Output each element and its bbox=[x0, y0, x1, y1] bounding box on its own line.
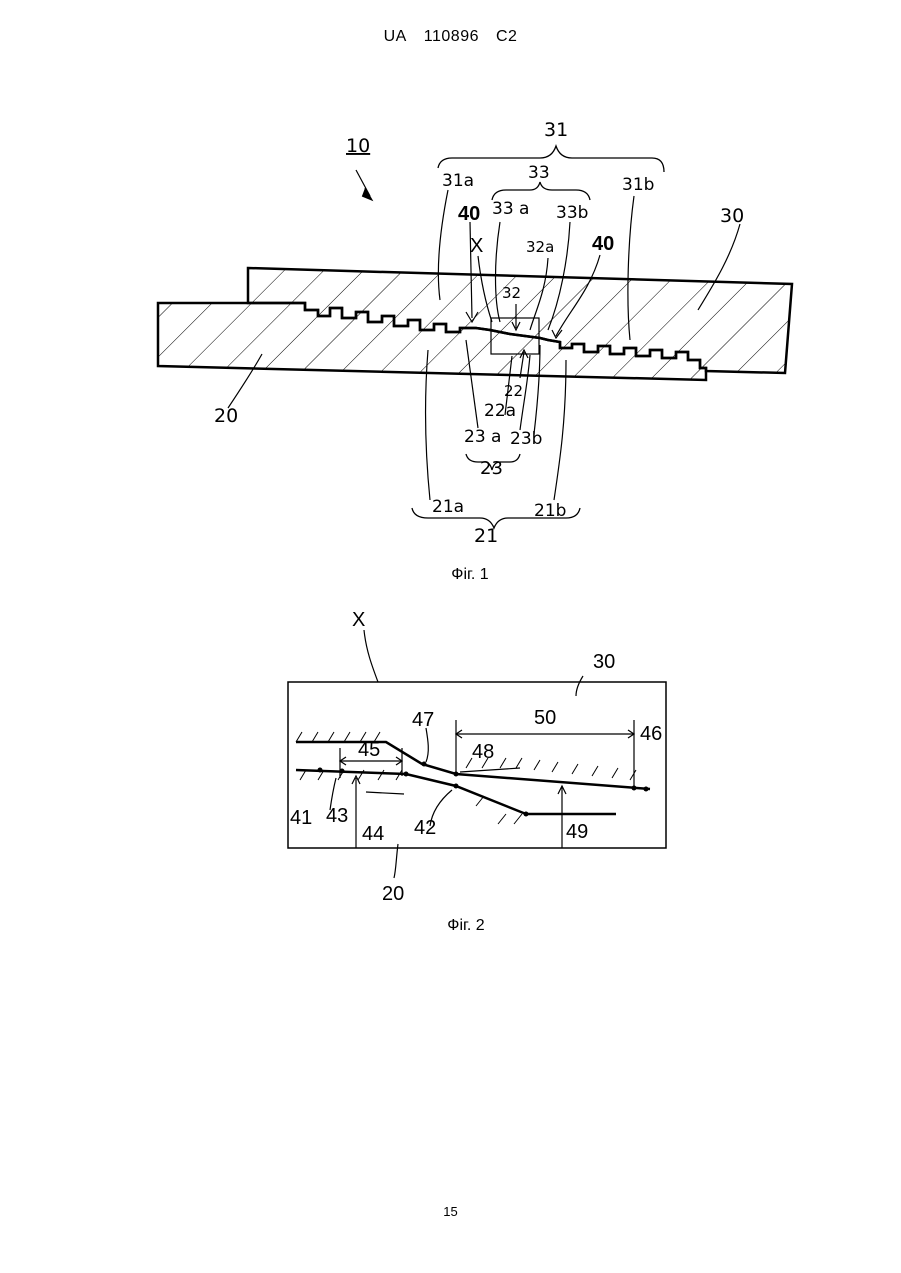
label-20: 20 bbox=[214, 405, 238, 427]
label-46: 46 bbox=[640, 723, 662, 745]
label-32: 32 bbox=[502, 284, 521, 302]
brace-33 bbox=[492, 182, 590, 200]
label-31b: 31b bbox=[622, 175, 654, 195]
label-43: 43 bbox=[326, 805, 348, 827]
label-41: 41 bbox=[290, 807, 312, 829]
figure-2-drawing: X 30 bbox=[0, 600, 901, 930]
label-21: 21 bbox=[474, 525, 498, 547]
figure-1-drawing: 10 31 31a 33 31b 40 33 a 33b 30 X 32a 40… bbox=[0, 0, 901, 620]
label-42: 42 bbox=[414, 817, 436, 839]
label-40-right: 40 bbox=[592, 233, 614, 255]
label-23: 23 bbox=[480, 458, 503, 479]
label-49: 49 bbox=[566, 821, 588, 843]
label-40-left: 40 bbox=[458, 203, 480, 225]
brace-31 bbox=[438, 146, 664, 172]
label-32a: 32a bbox=[526, 238, 554, 256]
label-30-fig2: 30 bbox=[593, 651, 615, 673]
label-45: 45 bbox=[358, 739, 380, 761]
label-22: 22 bbox=[504, 382, 523, 400]
label-x: X bbox=[470, 235, 483, 257]
label-31a: 31a bbox=[442, 171, 474, 191]
label-44: 44 bbox=[362, 823, 384, 845]
label-20-fig2: 20 bbox=[382, 883, 404, 905]
label-23a: 23 a bbox=[464, 427, 501, 447]
label-33: 33 bbox=[528, 163, 550, 183]
label-48: 48 bbox=[472, 741, 494, 763]
label-22a: 22a bbox=[484, 401, 516, 421]
label-x2: X bbox=[352, 609, 365, 631]
label-21b: 21b bbox=[534, 501, 566, 521]
label-30: 30 bbox=[720, 205, 744, 227]
figure-2-caption: Фіг. 2 bbox=[406, 917, 526, 935]
label-10: 10 bbox=[346, 135, 370, 157]
label-21a: 21a bbox=[432, 497, 464, 517]
label-50: 50 bbox=[534, 707, 556, 729]
label-33a: 33 a bbox=[492, 199, 529, 219]
figure-1-caption: Фіг. 1 bbox=[410, 566, 530, 584]
label-47: 47 bbox=[412, 709, 434, 731]
label-23b: 23b bbox=[510, 429, 542, 449]
label-31: 31 bbox=[544, 119, 568, 141]
label-33b: 33b bbox=[556, 203, 588, 223]
page-number: 15 bbox=[0, 1204, 901, 1219]
